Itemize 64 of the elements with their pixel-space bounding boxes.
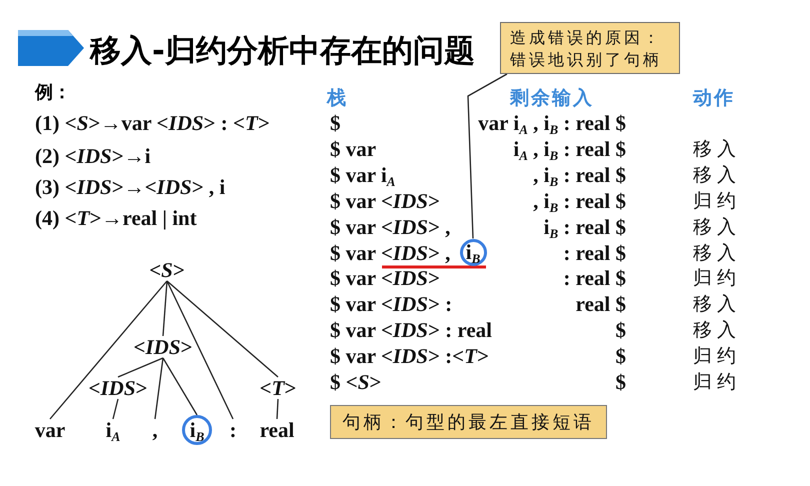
stack-text: $ var <IDS> : real: [330, 318, 492, 342]
stack-text: $ var <IDS>: [330, 188, 440, 213]
tree-label: :: [230, 418, 236, 442]
circled-symbol: i$_{B}$: [182, 415, 212, 445]
tree-label: i$_{A}$: [106, 418, 120, 442]
input-text: , i$_{B}$ : real $: [533, 162, 626, 187]
grammar-rule: (4) <T>→real | int: [35, 206, 197, 230]
input-text: , i$_{B}$ : real $: [533, 188, 626, 213]
action-text: 归约: [693, 344, 741, 368]
grammar-rule: (3) <IDS>→<IDS> , i: [35, 175, 226, 199]
action-text: 归约: [693, 266, 741, 290]
tree-line: [166, 280, 278, 378]
action-text: 移入: [693, 292, 741, 316]
tree-label: <S>: [149, 258, 185, 282]
action-text: 移入: [693, 136, 741, 161]
action-text: 移入: [693, 318, 741, 342]
tree-line: [162, 358, 198, 416]
tree-line: [276, 398, 279, 420]
callout-box: 造成错误的原因：错误地识别了句柄: [500, 22, 680, 74]
tree-line: [118, 357, 164, 378]
stack-text: $ <S>: [330, 370, 382, 394]
tree-line: [162, 280, 168, 336]
example-heading: 例：: [35, 81, 71, 105]
stack-text: $ var <IDS> ,: [330, 214, 450, 239]
input-text: real $: [576, 292, 626, 316]
stack-text: $ var <IDS> :: [330, 292, 452, 316]
input-text: $: [616, 344, 626, 368]
stack-text: $ var i$_{A}$: [330, 162, 396, 187]
tree-line: [166, 280, 234, 420]
tree-label: <T>: [260, 376, 296, 400]
input-text: var i$_{A}$ , i$_{B}$ : real $: [478, 111, 626, 135]
tree-label: <IDS>: [134, 336, 192, 358]
column-header: 动作: [693, 86, 735, 110]
tree-label: var: [34, 418, 66, 442]
title: 移入-归约分析中存在的问题: [90, 32, 475, 71]
action-text: 移入: [693, 162, 741, 187]
action-text: 归约: [693, 370, 741, 394]
column-header: 剩余输入: [510, 86, 594, 110]
tree-label: <IDS>: [88, 376, 148, 400]
input-text: i$_{B}$ : real $: [544, 214, 626, 239]
circled-symbol: i$_{B}$: [460, 238, 486, 266]
leader-line: [467, 73, 508, 239]
stack-text: $ var <IDS> :<T>: [330, 344, 489, 368]
tree-line: [50, 280, 168, 420]
stack-text: $ var: [330, 136, 376, 161]
tree-label: real: [260, 418, 294, 442]
grammar-rule: (2) <IDS>→i: [35, 144, 151, 168]
column-header: 栈: [327, 86, 348, 110]
stack-text: $: [330, 111, 340, 135]
input-text: : real $: [563, 266, 626, 290]
input-text: $: [616, 370, 626, 394]
tree-line: [112, 398, 119, 420]
note-box: 句柄：句型的最左直接短语: [330, 405, 607, 439]
tree-label: ,: [152, 418, 158, 442]
input-text: i$_{A}$ , i$_{B}$ : real $: [513, 136, 626, 161]
tree-line: [154, 358, 164, 420]
grammar-rule: (1) <S>→var <IDS> : <T>: [35, 111, 270, 135]
input-text: $: [616, 318, 626, 342]
input-text: : real $: [563, 240, 626, 264]
action-text: 移入: [693, 214, 741, 239]
stack-text: $ var <IDS>: [330, 266, 440, 290]
stack-text: $ var <IDS> ,: [330, 240, 450, 264]
action-text: 归约: [693, 188, 741, 213]
action-text: 移入: [693, 240, 741, 264]
